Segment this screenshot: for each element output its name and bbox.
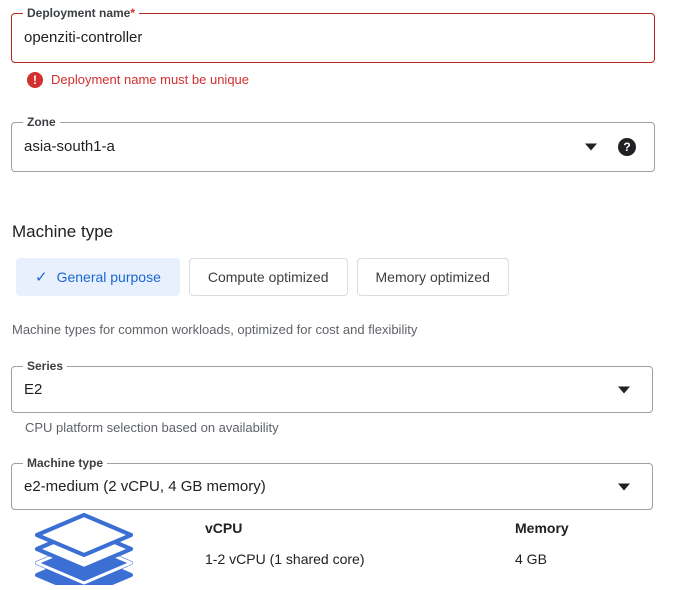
machine-type-option-label: Memory optimized <box>375 269 490 285</box>
spec-value-memory: 4 GB <box>515 551 547 567</box>
help-question-icon[interactable]: ? <box>618 138 636 156</box>
deployment-name-input-value[interactable]: openziti-controller <box>24 29 143 46</box>
deployment-name-label: Deployment name* <box>23 6 140 20</box>
machine-type-option-label: General purpose <box>56 269 161 285</box>
machine-type-option-general-purpose[interactable]: ✓ General purpose <box>16 258 180 296</box>
required-asterisk: * <box>130 6 136 20</box>
stacked-layers-icon <box>28 512 140 590</box>
zone-label: Zone <box>23 115 60 129</box>
spec-column-memory: Memory 4 GB <box>515 519 569 568</box>
zone-field[interactable]: Zone asia-south1-a ? <box>11 115 655 172</box>
spec-column-vcpu: vCPU 1-2 vCPU (1 shared core) <box>205 519 365 568</box>
deployment-name-error: ! Deployment name must be unique <box>27 72 249 88</box>
machine-type-field-label: Machine type <box>23 456 108 470</box>
series-helper-text: CPU platform selection based on availabi… <box>25 420 279 435</box>
machine-type-option-memory-optimized[interactable]: Memory optimized <box>356 258 509 296</box>
series-selected-value: E2 <box>24 380 43 398</box>
error-exclamation-icon: ! <box>27 72 43 88</box>
machine-type-option-group: ✓ General purpose Compute optimized Memo… <box>16 258 509 296</box>
machine-type-section-title: Machine type <box>12 222 114 241</box>
spec-header-memory: Memory <box>515 520 569 536</box>
spec-header-vcpu: vCPU <box>205 520 243 536</box>
machine-type-selected-value: e2-medium (2 vCPU, 4 GB memory) <box>24 477 266 495</box>
zone-selected-value: asia-south1-a <box>24 138 115 155</box>
error-message: Deployment name must be unique <box>51 72 250 87</box>
machine-type-option-label: Compute optimized <box>207 269 329 285</box>
machine-type-field[interactable]: Machine type e2-medium (2 vCPU, 4 GB mem… <box>11 456 653 510</box>
deployment-name-field[interactable]: Deployment name* openziti-controller <box>11 6 655 63</box>
spec-value-vcpu: 1-2 vCPU (1 shared core) <box>205 551 365 567</box>
series-label: Series <box>23 359 68 373</box>
chevron-down-icon[interactable] <box>618 386 630 393</box>
chevron-down-icon[interactable] <box>585 143 597 151</box>
check-icon: ✓ <box>35 268 48 286</box>
series-field[interactable]: Series E2 <box>11 359 653 413</box>
chevron-down-icon[interactable] <box>618 483 630 490</box>
machine-type-option-compute-optimized[interactable]: Compute optimized <box>188 258 348 296</box>
machine-type-helper-text: Machine types for common workloads, opti… <box>12 322 418 337</box>
